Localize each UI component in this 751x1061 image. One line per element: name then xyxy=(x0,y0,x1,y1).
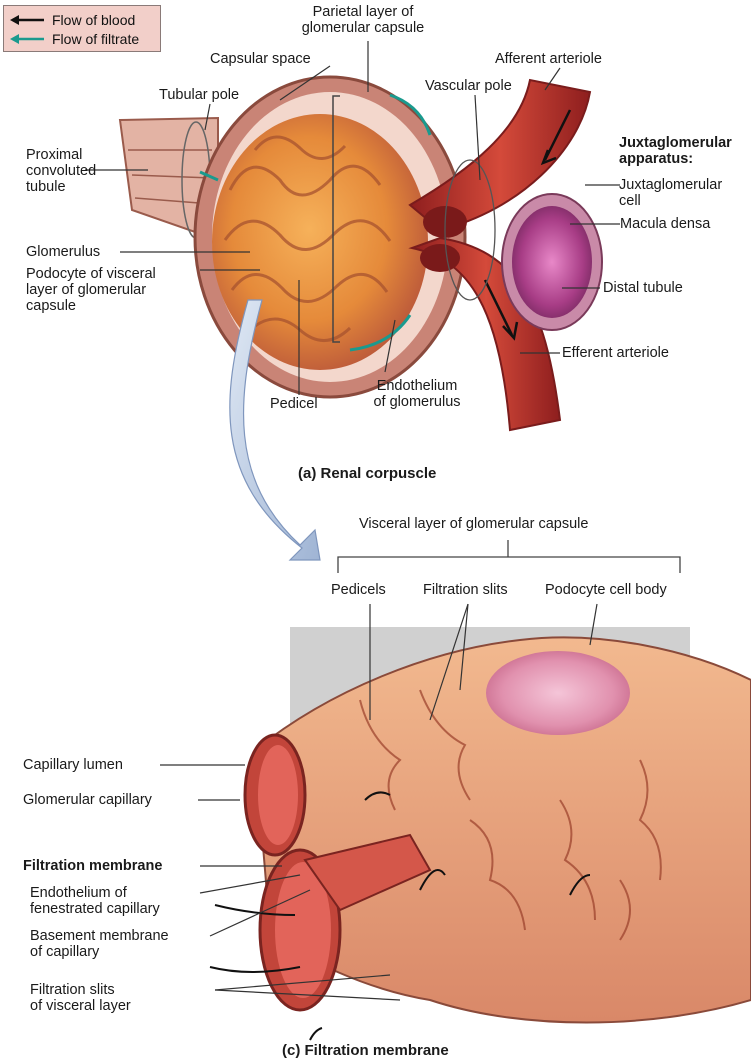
caption-filtration-membrane: (c) Filtration membrane xyxy=(282,1043,449,1059)
label-pedicels: Pedicels xyxy=(331,582,386,598)
label-afferent-arteriole: Afferent arteriole xyxy=(495,51,602,67)
label-filtration-membrane: Filtration membrane xyxy=(23,858,162,874)
caption-renal-corpuscle: (a) Renal corpuscle xyxy=(298,466,436,482)
label-juxtaglomerular-apparatus: Juxtaglomerular apparatus: xyxy=(619,135,732,167)
visceral-layer-bracket xyxy=(338,540,680,573)
legend-blood: Flow of blood xyxy=(10,11,135,29)
label-filtration-slits-visceral: Filtration slits of visceral layer xyxy=(30,982,131,1014)
legend: Flow of blood Flow of filtrate xyxy=(3,5,161,52)
label-distal-tubule: Distal tubule xyxy=(603,280,683,296)
label-endothelium-glomerulus: Endothelium of glomerulus xyxy=(352,378,482,410)
blood-arrow-icon xyxy=(10,15,44,25)
label-basement-membrane: Basement membrane of capillary xyxy=(30,928,169,960)
label-proximal-convoluted-tubule: Proximal convoluted tubule xyxy=(26,147,96,195)
label-efferent-arteriole: Efferent arteriole xyxy=(562,345,669,361)
label-macula-densa: Macula densa xyxy=(620,216,710,232)
label-filtration-slits: Filtration slits xyxy=(423,582,508,598)
label-tubular-pole: Tubular pole xyxy=(159,87,239,103)
label-capsular-space: Capsular space xyxy=(210,51,311,67)
label-visceral-layer: Visceral layer of glomerular capsule xyxy=(359,516,588,532)
label-juxtaglomerular-cell: Juxtaglomerular cell xyxy=(619,177,722,209)
label-glomerulus: Glomerulus xyxy=(26,244,100,260)
label-glomerular-capillary: Glomerular capillary xyxy=(23,792,152,808)
label-vascular-pole: Vascular pole xyxy=(425,78,512,94)
label-podocyte: Podocyte of visceral layer of glomerular… xyxy=(26,266,156,314)
podocyte-cell-body-shape xyxy=(486,651,630,735)
legend-filtrate-label: Flow of filtrate xyxy=(52,31,139,47)
label-parietal-layer: Parietal layer of glomerular capsule xyxy=(288,4,438,36)
label-podocyte-cell-body: Podocyte cell body xyxy=(545,582,667,598)
label-endothelium-fenestrated: Endothelium of fenestrated capillary xyxy=(30,885,160,917)
filtrate-arrow-icon xyxy=(10,34,44,44)
distal-tubule-shape xyxy=(502,194,602,330)
legend-blood-label: Flow of blood xyxy=(52,12,135,28)
label-pedicel: Pedicel xyxy=(270,396,318,412)
label-capillary-lumen: Capillary lumen xyxy=(23,757,123,773)
legend-filtrate: Flow of filtrate xyxy=(10,30,139,48)
